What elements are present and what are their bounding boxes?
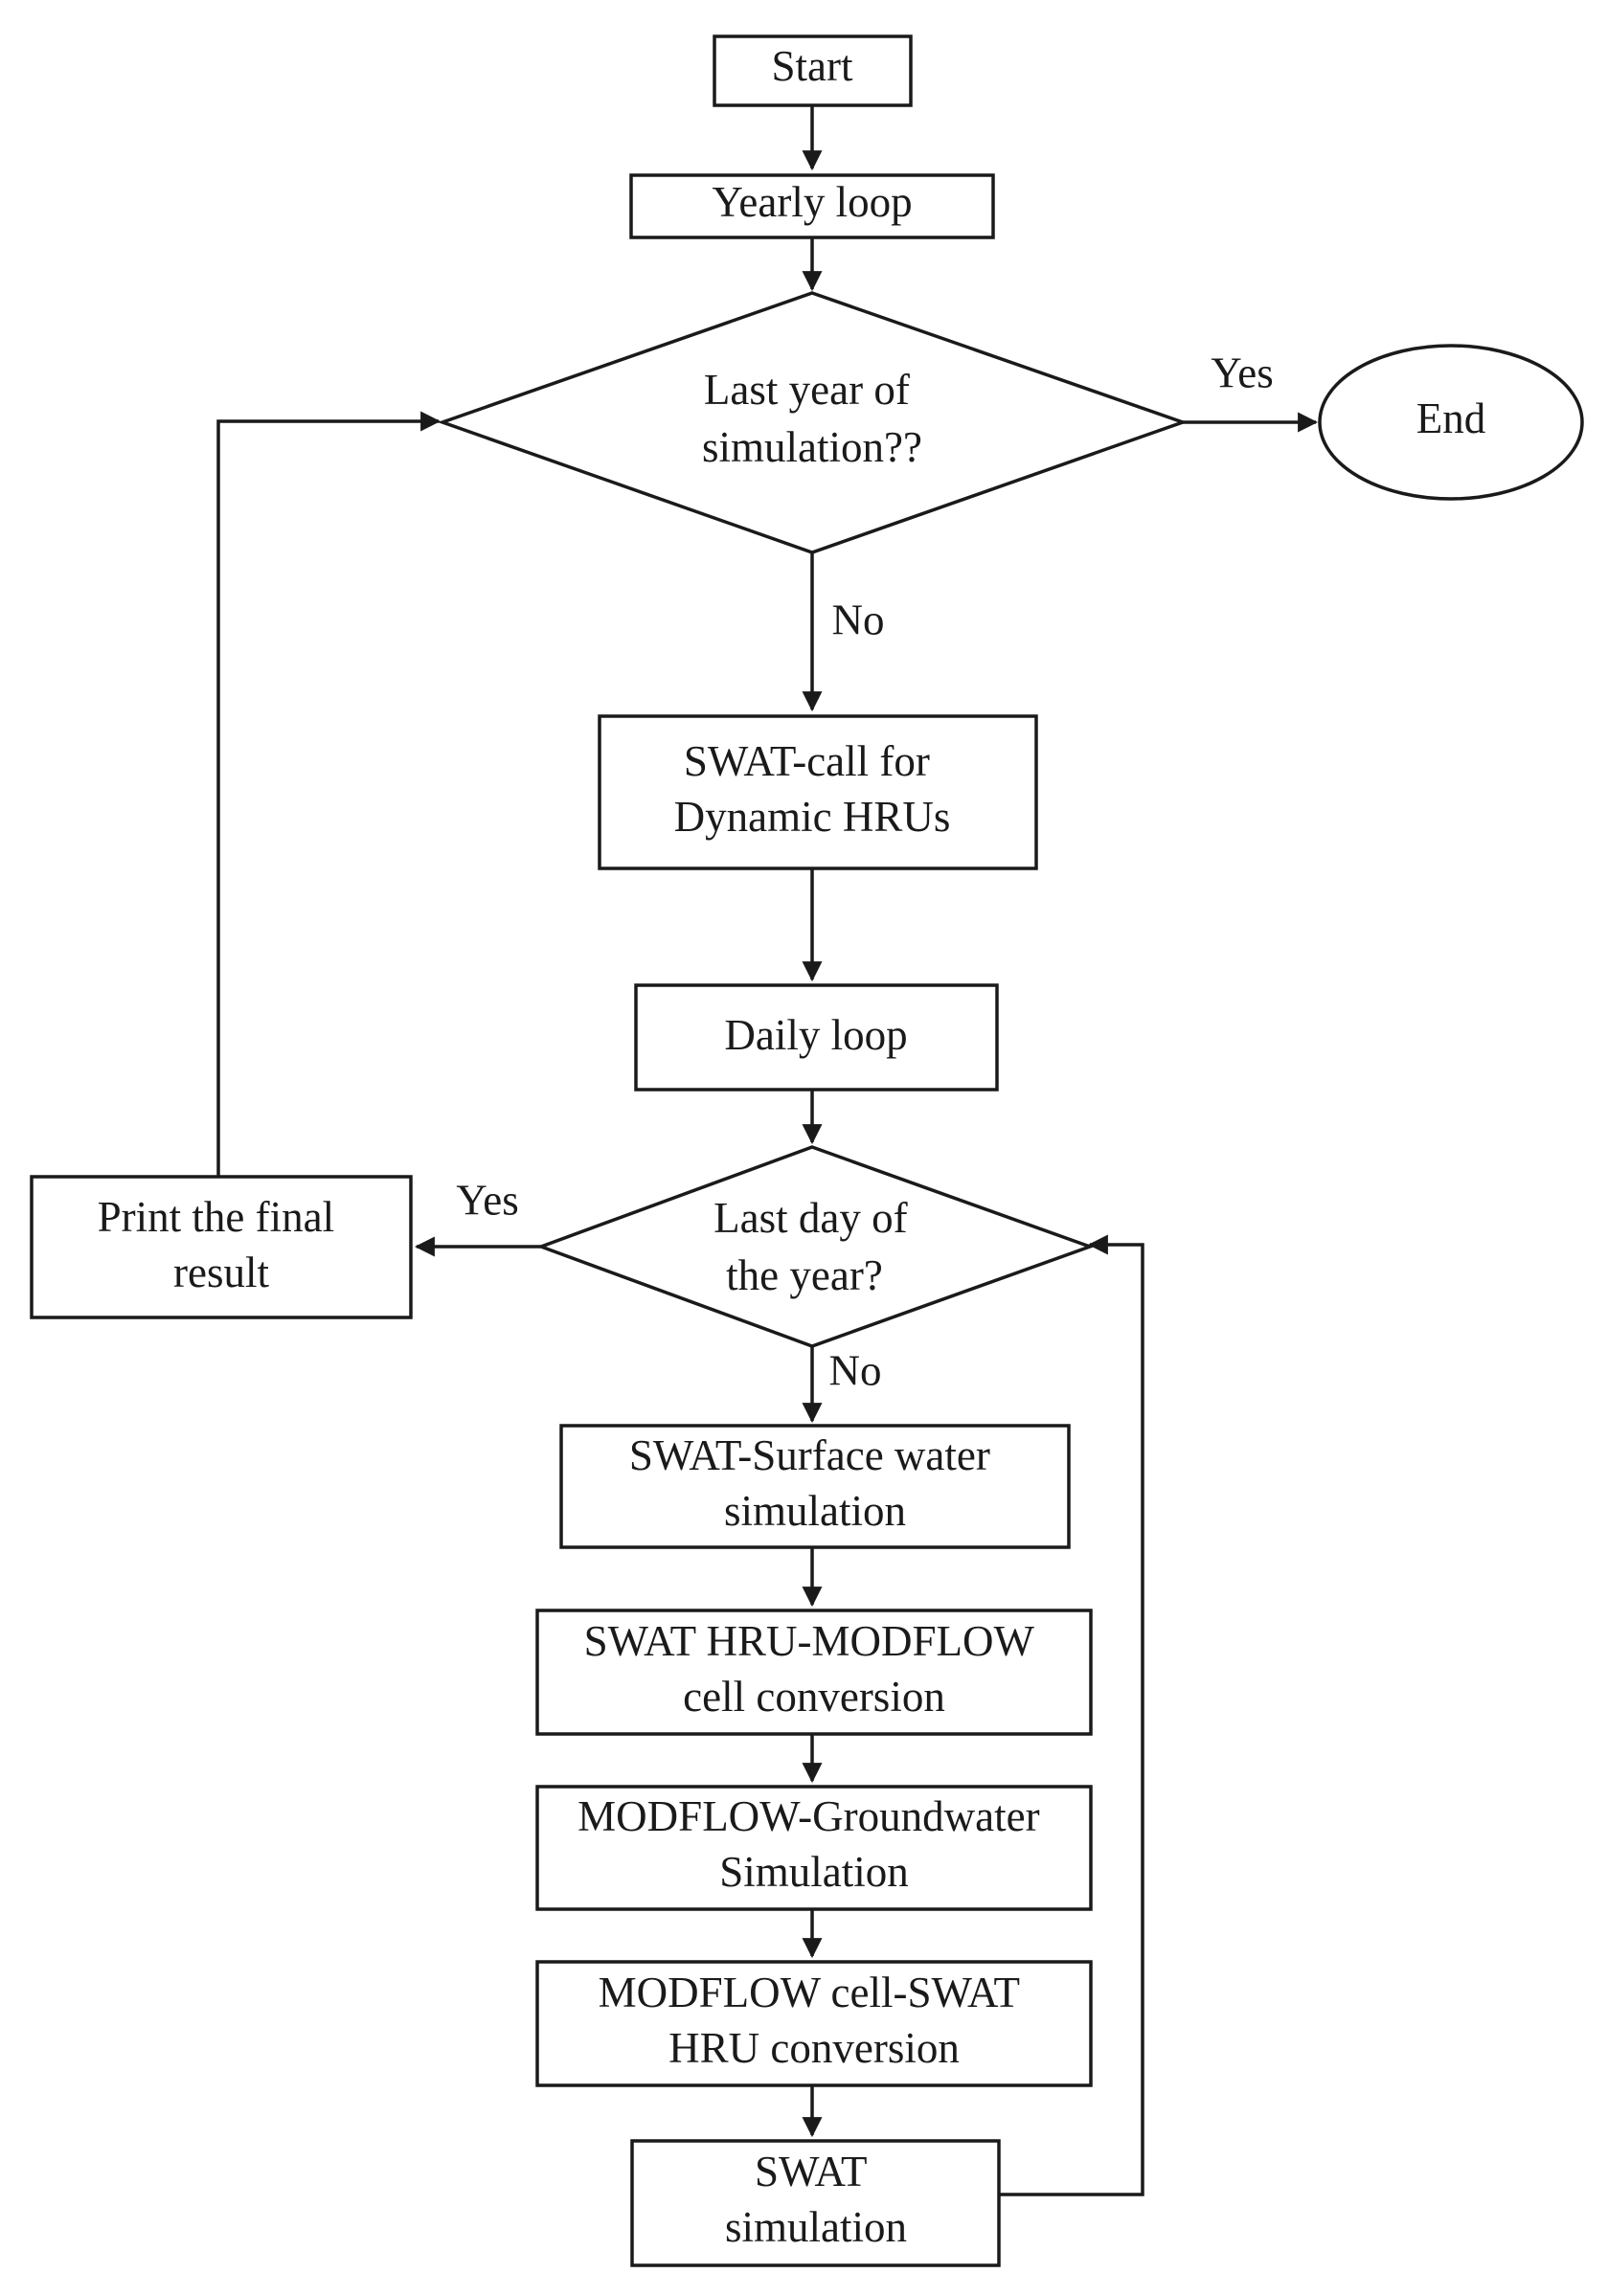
node-hru-to-cell: SWAT HRU-MODFLOW cell conversion xyxy=(535,1609,1093,1736)
print-result-label: Print the final result xyxy=(98,1193,346,1296)
print-result-box xyxy=(30,1175,413,1319)
hru-to-cell-box xyxy=(535,1609,1093,1736)
groundwater-label: MODFLOW-Groundwater Simulation xyxy=(578,1792,1051,1896)
hru-to-cell-label: SWAT HRU-MODFLOW cell conversion xyxy=(584,1617,1045,1721)
swat-simulation-box xyxy=(630,2139,1001,2267)
yearly-loop-label: Yearly loop xyxy=(712,178,912,226)
groundwater-box xyxy=(535,1785,1093,1911)
node-cell-to-hru: MODFLOW cell-SWAT HRU conversion xyxy=(535,1960,1093,2087)
node-last-day-decision: Last day of the year? xyxy=(535,1145,1096,1348)
node-groundwater: MODFLOW-Groundwater Simulation xyxy=(535,1785,1093,1911)
surface-water-label: SWAT-Surface water simulation xyxy=(629,1431,1001,1535)
arrow-print-back-to-last-year xyxy=(216,411,442,1177)
yearly-loop-box xyxy=(629,173,995,239)
daily-loop-label: Daily loop xyxy=(724,1011,907,1059)
last-year-diamond xyxy=(437,291,1189,554)
node-surface-water: SWAT-Surface water simulation xyxy=(559,1424,1071,1549)
last-year-label: Last year of simulation?? xyxy=(702,366,922,471)
node-swat-simulation: SWAT simulation xyxy=(630,2139,1001,2267)
daily-loop-box xyxy=(634,983,999,1092)
node-daily-loop: Daily loop xyxy=(634,983,999,1092)
swat-call-label: SWAT-call for Dynamic HRUs xyxy=(674,737,951,841)
end-label: End xyxy=(1416,394,1486,442)
node-end: End xyxy=(1318,344,1584,501)
last-day-no-label: No xyxy=(829,1346,882,1394)
last-year-no-label: No xyxy=(832,596,885,643)
start-label: Start xyxy=(772,42,853,90)
node-swat-call: SWAT-call for Dynamic HRUs xyxy=(598,714,1038,870)
node-print-result: Print the final result xyxy=(30,1175,413,1319)
swat-simulation-label: SWAT simulation xyxy=(725,2148,907,2251)
arrow-swat-simulation-back-to-last-day xyxy=(999,1234,1144,2196)
last-year-yes-label: Yes xyxy=(1211,349,1273,396)
node-last-year-decision: Last year of simulation?? xyxy=(437,291,1189,554)
end-ellipse xyxy=(1318,344,1584,501)
node-start: Start xyxy=(713,34,913,107)
cell-to-hru-label: MODFLOW cell-SWAT HRU conversion xyxy=(599,1969,1030,2072)
last-day-label: Last day of the year? xyxy=(713,1194,918,1299)
cell-to-hru-box xyxy=(535,1960,1093,2087)
swat-call-box xyxy=(598,714,1038,870)
surface-water-box xyxy=(559,1424,1071,1549)
node-yearly-loop: Yearly loop xyxy=(629,173,995,239)
last-day-diamond xyxy=(535,1145,1096,1348)
connectors xyxy=(216,105,1319,2196)
last-day-yes-label: Yes xyxy=(456,1176,518,1224)
start-box xyxy=(713,34,913,107)
